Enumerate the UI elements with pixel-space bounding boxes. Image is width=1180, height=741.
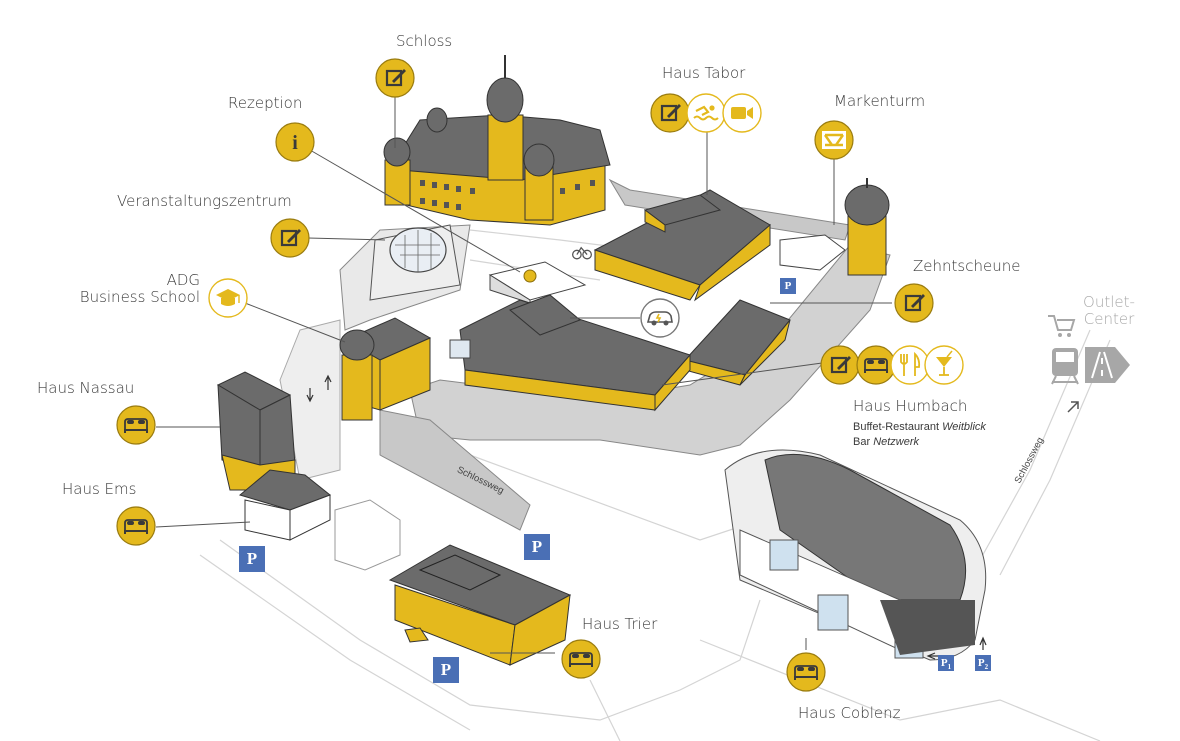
haus-ems-building: [238, 469, 401, 571]
direction-arrows: [306, 374, 987, 660]
haus-ems-icons: [116, 506, 156, 546]
highway-icon: [1085, 347, 1130, 383]
humbach-bar-prefix: Bar: [853, 436, 874, 448]
cutlery-icon: [890, 345, 930, 385]
label-adg-line1: ADG: [166, 271, 200, 289]
brand-logo-icon: [814, 120, 854, 160]
haus-tabor-icons: [650, 93, 762, 133]
haus-trier-building: [388, 544, 572, 666]
parking-p2-number: 2: [984, 663, 989, 672]
label-outlet-line2: Center: [1083, 310, 1135, 329]
label-adg-line2: Business School: [79, 288, 200, 307]
schloss-icons: [375, 58, 415, 98]
parking-sign-small[interactable]: P: [780, 278, 796, 294]
humbach-restaurant-name: Weitblick: [942, 421, 986, 433]
parking-sign[interactable]: P: [433, 657, 459, 683]
humbach-restaurant-prefix: Buffet-Restaurant: [853, 421, 943, 433]
adg-building: [339, 317, 432, 421]
schloss-building: [383, 55, 611, 226]
bed-icon: [856, 345, 896, 385]
label-outlet-center[interactable]: Outlet- Center: [1078, 293, 1140, 329]
adg-icons: [208, 278, 248, 318]
cocktail-icon: [924, 345, 964, 385]
train-icon: [1051, 348, 1079, 385]
label-haus-nassau[interactable]: Haus Nassau: [37, 379, 135, 397]
label-outlet-line1: Outlet-: [1083, 293, 1135, 311]
rezeption-icons: [275, 122, 315, 162]
haus-trier-icons: [561, 639, 601, 679]
swimming-icon: [686, 93, 726, 133]
outlet-icons: [1048, 315, 1130, 413]
humbach-bar-name: Netzwerk: [873, 436, 920, 448]
haus-coblenz-icons: [786, 652, 826, 692]
e-car-icon: [640, 298, 680, 338]
parking-sign[interactable]: P: [524, 534, 550, 560]
edit-icon: [270, 218, 310, 258]
walls: [279, 178, 891, 531]
parking-p1-number: 1: [947, 663, 952, 672]
humbach-bar: Bar Netzwerk: [853, 435, 919, 450]
haus-coblenz-building: [724, 449, 987, 661]
label-haus-tabor[interactable]: Haus Tabor: [662, 64, 746, 82]
bed-icon: [561, 639, 601, 679]
graduation-cap-icon: [208, 278, 248, 318]
haus-humbach-building: [449, 294, 691, 412]
markenturm-building: [779, 178, 890, 276]
edit-icon: [650, 93, 690, 133]
parking-sign-p1[interactable]: P1: [938, 655, 954, 671]
rezeption-building: [488, 261, 587, 304]
haus-nassau-icons: [116, 405, 156, 445]
haus-tabor-building: [593, 189, 771, 302]
label-schloss[interactable]: Schloss: [396, 32, 453, 50]
veranstaltungszentrum-building: [369, 224, 461, 301]
parking-sign-p2[interactable]: P2: [975, 655, 991, 671]
edit-icon: [820, 345, 860, 385]
haus-humbach-icons: [820, 345, 964, 385]
label-rezeption[interactable]: Rezeption: [228, 94, 303, 112]
label-markenturm[interactable]: Markenturm: [834, 92, 926, 110]
bicycle-icon: [572, 247, 592, 260]
humbach-restaurant: Buffet-Restaurant Weitblick: [853, 420, 986, 435]
shopping-cart-icon: [1048, 315, 1076, 337]
label-haus-trier[interactable]: Haus Trier: [582, 615, 658, 633]
info-icon: [275, 122, 315, 162]
bed-icon: [116, 405, 156, 445]
veranstaltungszentrum-icons: [270, 218, 310, 258]
label-haus-humbach[interactable]: Haus Humbach: [853, 397, 968, 415]
bed-icon: [116, 506, 156, 546]
parking-p2-letter: P: [977, 657, 985, 669]
label-zehntscheune[interactable]: Zehntscheune: [913, 257, 1021, 275]
markenturm-icons: [814, 120, 854, 160]
video-camera-icon: [722, 93, 762, 133]
edit-icon: [894, 283, 934, 323]
label-haus-coblenz[interactable]: Haus Coblenz: [798, 704, 901, 722]
zehntscheune-icons: [894, 283, 934, 323]
zehntscheune-building: [684, 299, 791, 386]
parking-sign[interactable]: P: [239, 546, 265, 572]
arrow-northeast-icon: [1067, 401, 1079, 413]
label-adg[interactable]: ADG Business School: [70, 271, 200, 307]
parking-p1-letter: P: [940, 657, 948, 669]
label-haus-ems[interactable]: Haus Ems: [62, 480, 137, 498]
bed-icon: [786, 652, 826, 692]
leader-lines: [155, 95, 892, 654]
label-veranstaltungszentrum[interactable]: Veranstaltungszentrum: [117, 192, 292, 210]
edit-icon: [375, 58, 415, 98]
